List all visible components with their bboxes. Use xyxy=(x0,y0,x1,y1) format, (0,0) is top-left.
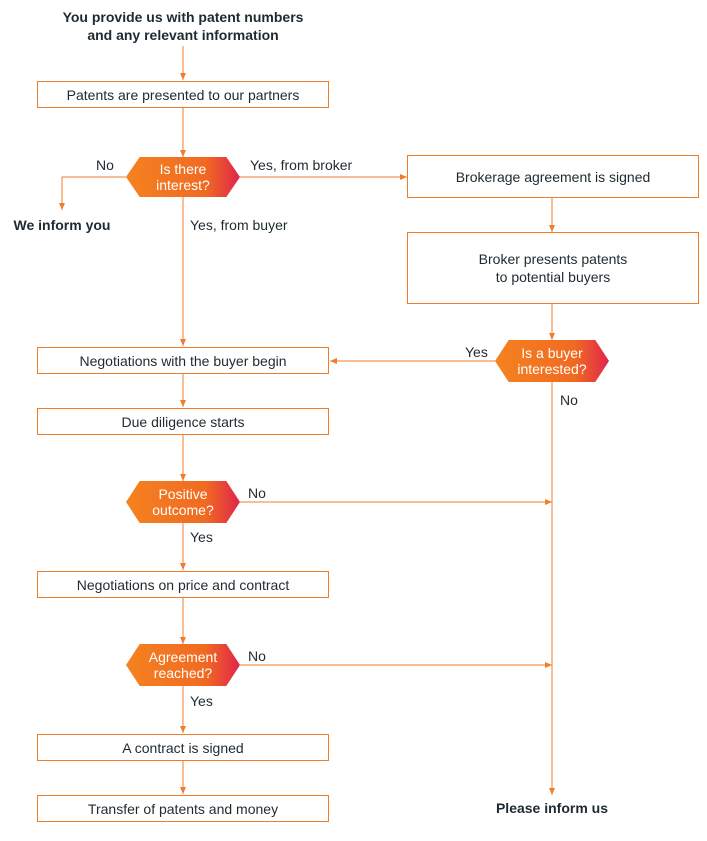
label-interest-buyer: Yes, from buyer xyxy=(190,217,288,233)
step-price: Negotiations on price and contract xyxy=(37,571,329,598)
label-agreement-yes: Yes xyxy=(190,693,213,709)
end-please-inform: Please inform us xyxy=(495,800,609,816)
decision-positive: Positive outcome? xyxy=(126,481,240,523)
connector-interest-no xyxy=(59,176,126,210)
label-buyer-yes: Yes xyxy=(465,344,488,360)
decision-agreement: Agreement reached? xyxy=(126,644,240,686)
label-interest-no: No xyxy=(96,157,114,173)
label-positive-no: No xyxy=(248,485,266,501)
label-buyer-no: No xyxy=(560,392,578,408)
step-brokerage: Brokerage agreement is signed xyxy=(407,155,699,198)
start-text: You provide us with patent numbers and a… xyxy=(62,9,304,43)
label-interest-broker: Yes, from broker xyxy=(250,157,353,173)
decision-buyer-interested: Is a buyer interested? xyxy=(495,340,609,382)
step-broker-presents: Broker presents patents to potential buy… xyxy=(407,232,699,304)
step-presented: Patents are presented to our partners xyxy=(37,81,329,108)
label-positive-yes: Yes xyxy=(190,529,213,545)
label-agreement-no: No xyxy=(248,648,266,664)
decision-interest: Is there interest? xyxy=(126,157,240,197)
step-due-diligence: Due diligence starts xyxy=(37,408,329,435)
step-contract: A contract is signed xyxy=(37,734,329,761)
end-we-inform: We inform you xyxy=(13,217,111,233)
step-negotiations: Negotiations with the buyer begin xyxy=(37,347,329,374)
step-transfer: Transfer of patents and money xyxy=(37,795,329,822)
